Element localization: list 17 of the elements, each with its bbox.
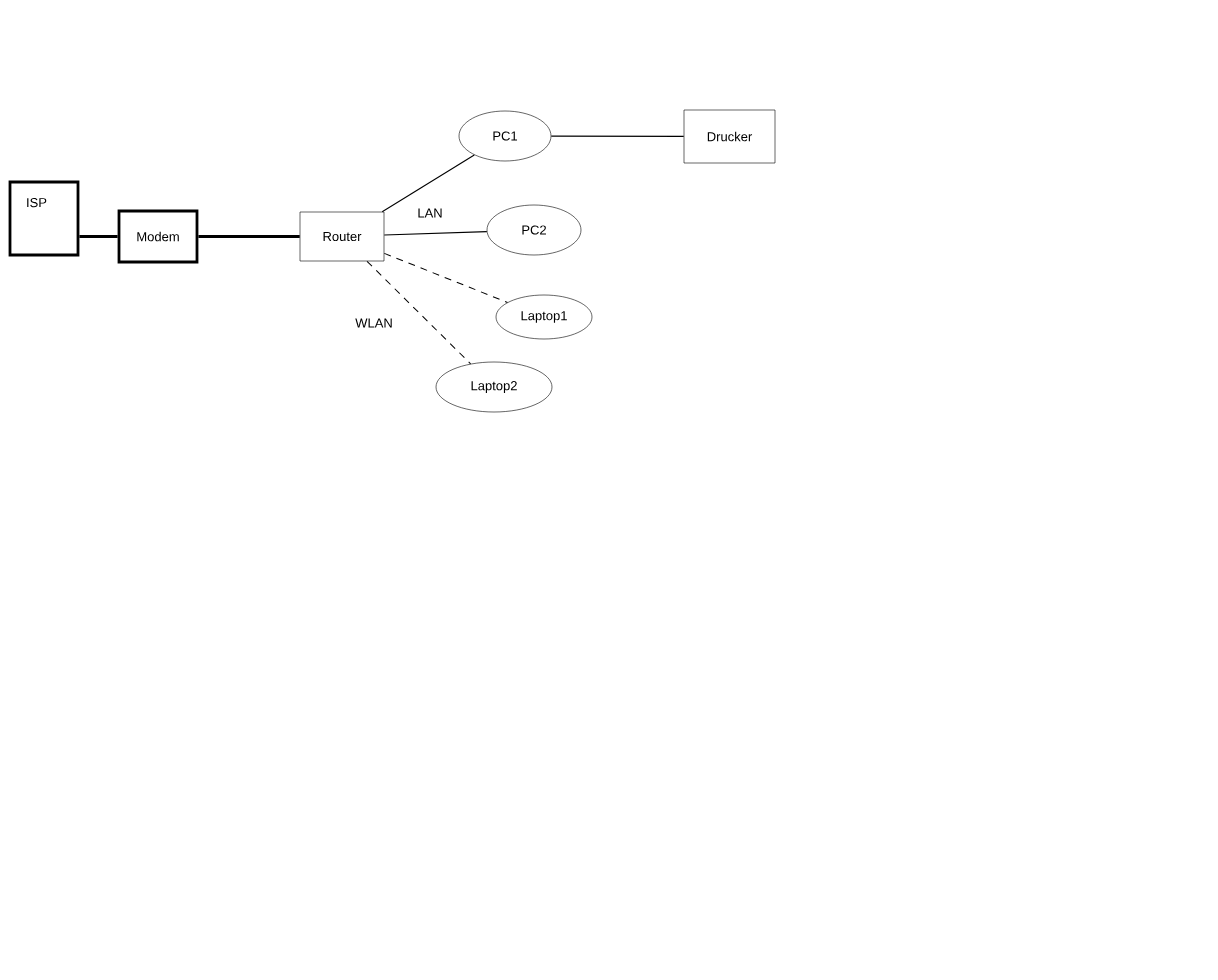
box-node: Drucker [683,109,776,164]
box-node: ISP [8,180,80,257]
connector-line [383,231,488,236]
ellipse-node: Laptop2 [435,361,553,413]
network-label: WLAN [355,318,392,328]
ellipse-node: Laptop1 [495,294,593,340]
connector-line [383,252,508,303]
box-node: Router [299,211,385,262]
ellipse-node: PC1 [458,110,552,162]
box-node: Modem [117,209,199,264]
connector-line [550,135,685,137]
network-label: LAN [418,208,442,218]
connector-line [198,234,300,239]
connector-line [381,154,475,213]
ellipse-node: PC2 [486,204,582,256]
connector-line [366,260,472,365]
connector-line [79,234,118,239]
